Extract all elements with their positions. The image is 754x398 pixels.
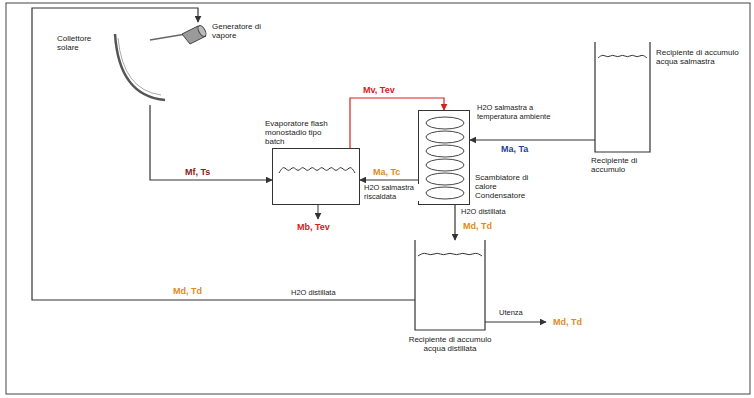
condenser: Scambiatore di calore Condensatore	[418, 110, 470, 205]
node-outline	[595, 42, 650, 152]
brackish-tank: Recipiente di accumulo acqua salmastraRe…	[595, 42, 650, 152]
node-outline	[415, 240, 485, 330]
flow-variable: Mf, Ts	[184, 167, 211, 177]
node-label: Recipiente di accumulo acqua salmastra	[656, 48, 742, 66]
flow-note: Utenza	[498, 309, 524, 318]
distillate-tank: Recipiente di accumulo acqua distillata	[415, 240, 485, 330]
flow-line	[454, 205, 455, 240]
flow-note: H2O salmastra riscaldata	[363, 184, 419, 201]
flow-variable: Mb, Tev	[296, 222, 331, 232]
flow-variable: Md, Td	[462, 221, 493, 231]
flash-evaporator: Evaporatore flash monostadio tipo batch	[272, 148, 360, 205]
flow-line	[470, 139, 595, 140]
node-outline	[273, 149, 361, 206]
steam-generator: Generatore di vapore	[178, 22, 262, 52]
flow-note: H2O distillata	[460, 208, 507, 217]
node-label: Scambiatore di calore Condensatore	[475, 173, 547, 200]
flow-line	[32, 8, 415, 300]
flow-note: H2O distillata	[290, 289, 337, 298]
flow-variable: Md, Td	[172, 286, 203, 296]
node-label: Generatore di vapore	[212, 22, 262, 40]
brine-outlet	[318, 205, 319, 219]
user-outlet	[485, 322, 546, 323]
frame	[6, 3, 750, 394]
flow-note: H2O salmastra a temperatura ambiente	[476, 104, 556, 121]
node-label: Recipiente di accumulo	[591, 156, 657, 174]
flow-variable: Mv, Tev	[362, 85, 396, 95]
node-label: Collettore solare	[57, 34, 103, 52]
node-label: Evaporatore flash monostadio tipo batch	[265, 119, 343, 146]
flow-variable: Ma, Tc	[372, 167, 401, 177]
collector-tube	[150, 34, 186, 40]
node-outline	[419, 111, 471, 206]
flow-variable: Md, Td	[552, 317, 583, 327]
flow-line	[360, 179, 418, 180]
flow-line	[150, 105, 272, 180]
node-label: Recipiente di accumulo acqua distillata	[403, 335, 497, 353]
flow-variable: Ma, Ta	[500, 144, 529, 154]
solar-collector: Collettore solare	[55, 28, 165, 105]
